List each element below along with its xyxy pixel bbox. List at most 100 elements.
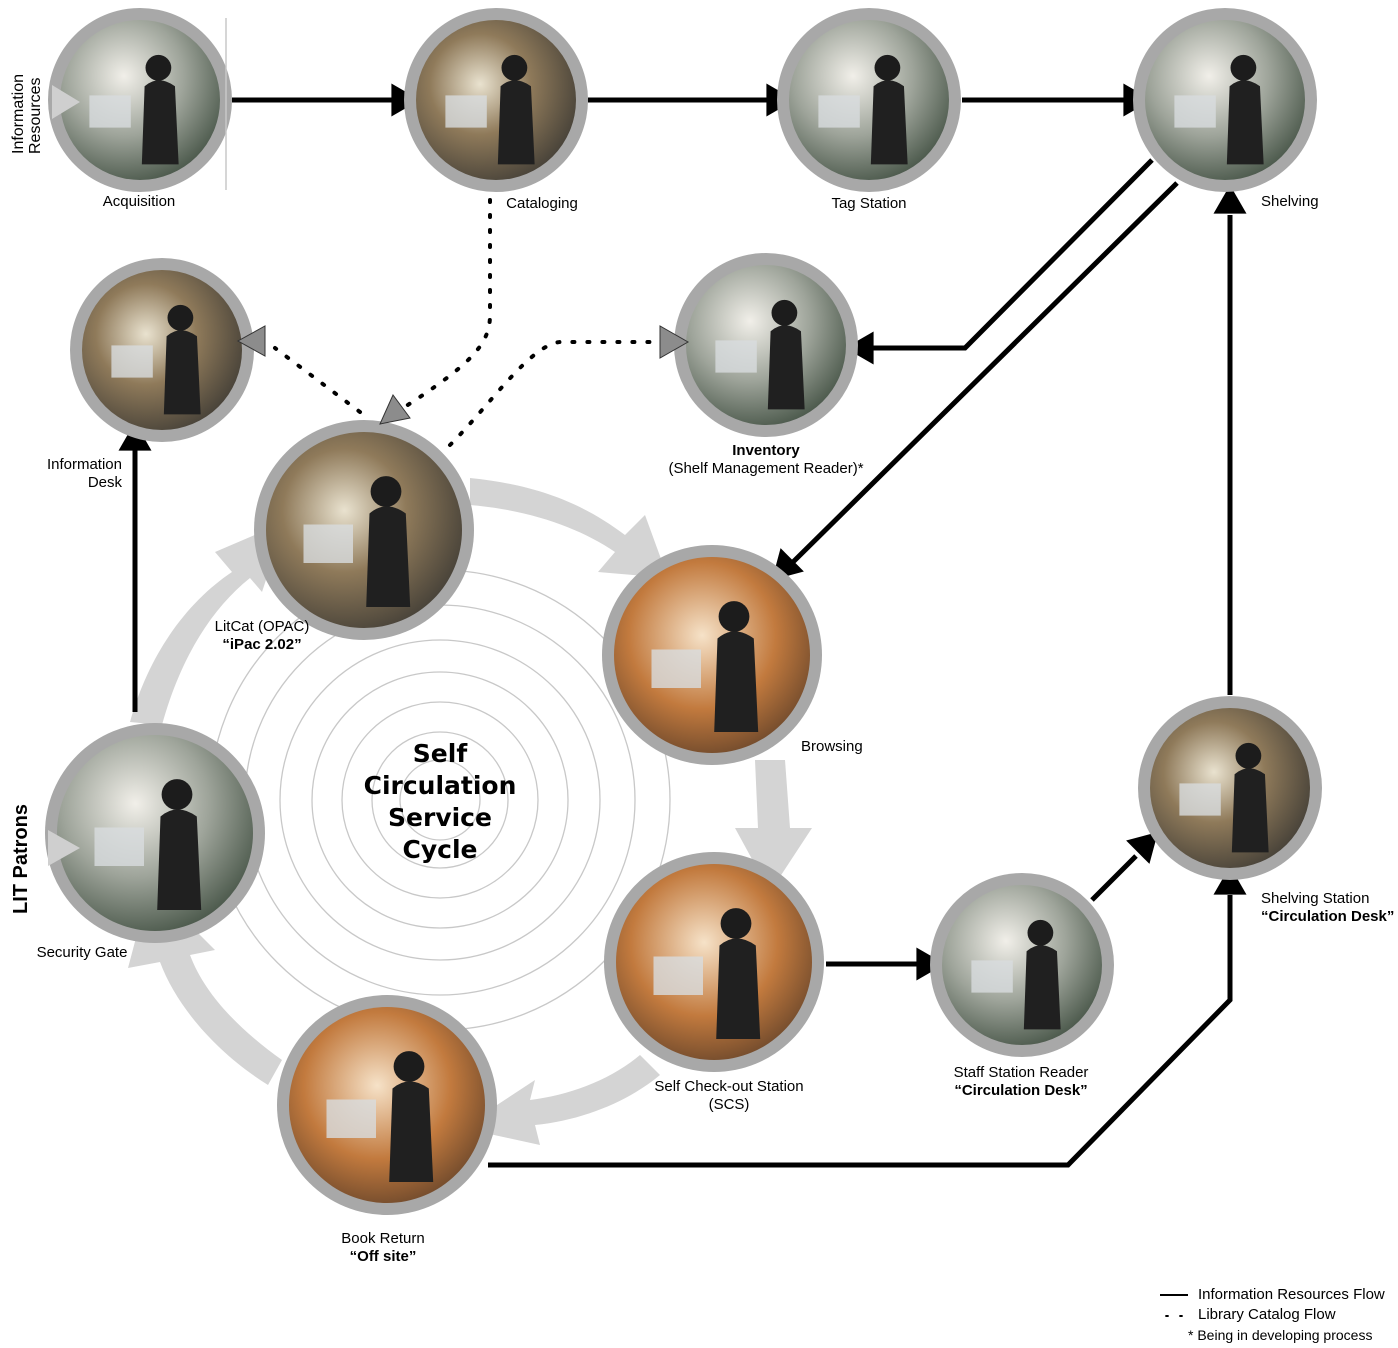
person-body-icon <box>163 330 201 415</box>
catalog-triangle-icon <box>379 394 411 425</box>
person-body-icon <box>389 1081 434 1182</box>
person-head-icon <box>1027 919 1054 946</box>
center-ring <box>279 639 601 961</box>
desk-screen-icon <box>1179 783 1221 816</box>
person-body-icon <box>870 80 908 165</box>
acquisition-photo <box>60 20 220 180</box>
center-title-line: Circulation <box>363 771 517 800</box>
shelving-node <box>1133 8 1317 192</box>
desk-screen-icon <box>303 524 353 563</box>
security-gate-photo <box>57 735 253 931</box>
staff-station-photo <box>942 885 1102 1045</box>
shelving-photo <box>1145 20 1305 180</box>
person-head-icon <box>370 476 402 507</box>
arrowhead <box>845 331 874 365</box>
inventory-photo <box>686 265 846 425</box>
desk-screen-icon <box>715 340 757 373</box>
legend-solid-text: Information Resources Flow <box>1198 1286 1385 1303</box>
lit-patrons-label: LIT Patrons <box>10 804 33 914</box>
center-title: Self Circulation Service Cycle <box>364 738 517 866</box>
center-ring <box>371 731 509 869</box>
catalog-triangle-icon <box>236 325 266 357</box>
catalog-flow-lines <box>273 198 657 447</box>
person-head-icon <box>1230 54 1257 81</box>
staff-station-node <box>930 873 1114 1057</box>
tag-station-label-text: Tag Station <box>831 195 907 212</box>
center-title-line: Service <box>388 803 492 832</box>
shelving-station-node <box>1138 696 1322 880</box>
arrowhead <box>1213 866 1247 895</box>
security-gate-label: Security Gate <box>37 944 128 962</box>
tag-station-label: Tag Station <box>831 195 906 213</box>
catalog-triangle-icon <box>659 325 690 359</box>
information-desk-label-text: Information <box>46 456 122 473</box>
person-body-icon <box>714 631 759 732</box>
solid-line-swatch <box>1160 1294 1188 1296</box>
desk-screen-icon <box>818 95 860 128</box>
shelving-station-label-text: Shelving Station <box>1261 890 1370 907</box>
flow-staff-shelvingstation <box>1090 854 1138 902</box>
desk-screen-icon <box>653 956 703 995</box>
cycle-arrow-browsing-checkout <box>735 760 812 892</box>
self-checkout-node <box>604 852 824 1072</box>
resource-flow-lines <box>118 83 1247 1168</box>
security-gate-label-text: Security Gate <box>36 944 128 961</box>
legend-note-text: * Being in developing process <box>1188 1327 1373 1343</box>
person-head-icon <box>145 54 172 81</box>
flow-return-shelvingstation <box>488 895 1233 1168</box>
inventory-node <box>674 253 858 437</box>
desk-screen-icon <box>89 95 131 128</box>
information-desk-label-text: Desk <box>87 474 122 491</box>
entry-triangle-icon <box>48 830 80 866</box>
book-return-node <box>277 995 497 1215</box>
information-desk-node <box>70 258 254 442</box>
browsing-label: Browsing <box>801 738 863 756</box>
person-head-icon <box>1235 742 1262 769</box>
center-title-line: Cycle <box>402 835 478 864</box>
book-return-label: Book Return “Off site” <box>341 1230 424 1266</box>
litcat-label-title: “iPac 2.02” <box>222 636 302 653</box>
cataloging-photo <box>416 20 576 180</box>
information-desk-label: Information Desk <box>47 456 122 492</box>
self-checkout-label-text: (SCS) <box>708 1096 750 1113</box>
person-head-icon <box>161 779 193 810</box>
person-head-icon <box>501 54 528 81</box>
cataloging-label: Cataloging <box>506 195 578 213</box>
person-body-icon <box>1231 768 1269 853</box>
person-body-icon <box>157 809 202 910</box>
person-body-icon <box>141 80 179 165</box>
shelving-station-label-title: “Circulation Desk” <box>1261 908 1395 925</box>
cycle-arrow-checkout-return <box>462 1055 660 1145</box>
information-resources-line: Resources <box>27 77 44 154</box>
cycle-arrow-litcat-browsing <box>470 478 668 578</box>
information-resources-label: Information Resources <box>10 74 44 154</box>
person-body-icon <box>497 80 535 165</box>
self-checkout-label-text: Self Check-out Station <box>654 1078 804 1095</box>
desk-screen-icon <box>94 827 144 866</box>
person-body-icon <box>1023 945 1061 1030</box>
desk-screen-icon <box>1174 95 1216 128</box>
staff-station-label: Staff Station Reader “Circulation Desk” <box>954 1064 1089 1100</box>
center-ring <box>311 671 569 929</box>
inventory-label-text: (Shelf Management Reader)* <box>668 460 864 477</box>
entry-triangle-icon <box>52 85 80 119</box>
self-checkout-photo <box>616 864 812 1060</box>
shelving-label: Shelving <box>1261 193 1319 211</box>
self-checkout-label: Self Check-out Station (SCS) <box>654 1078 803 1114</box>
decorations <box>48 18 690 866</box>
desk-screen-icon <box>445 95 487 128</box>
security-gate-node <box>45 723 265 943</box>
flow-shelving-inventory <box>870 158 1154 351</box>
center-ring <box>399 759 481 841</box>
book-return-photo <box>289 1007 485 1203</box>
browsing-photo <box>614 557 810 753</box>
person-head-icon <box>167 304 194 331</box>
person-body-icon <box>1226 80 1264 165</box>
acquisition-node <box>48 8 232 192</box>
person-body-icon <box>366 506 411 607</box>
acquisition-label-text: Acquisition <box>102 193 176 210</box>
flow-shelving-browsing <box>788 181 1179 567</box>
dotted-line-swatch <box>1160 1315 1188 1317</box>
catalog-flow-litcat-inventory <box>448 340 657 447</box>
